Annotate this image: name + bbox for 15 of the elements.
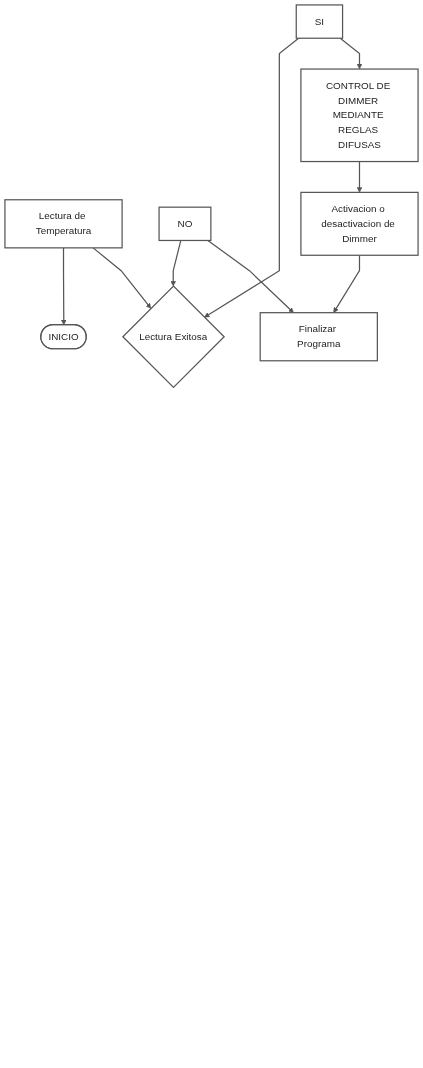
arrow [170, 239, 182, 287]
node-box: CONTROL DE DIMMER MEDIANTE REGLAS DIFUSAS [300, 68, 419, 163]
arrow [356, 160, 363, 193]
arrow [61, 247, 67, 326]
node-diamond: Lectura Exitosa [122, 285, 225, 389]
arrow [333, 254, 361, 313]
node-box: Activacion o desactivacion de Dimmer [300, 191, 419, 256]
arrow [207, 239, 294, 313]
arrow [339, 37, 363, 70]
node-box: NO [158, 206, 212, 242]
node-box: Finalizar Programa [259, 312, 378, 362]
node-box: Lectura de Temperatura [4, 199, 123, 249]
node-box: SI [295, 4, 344, 39]
arrow [92, 247, 152, 309]
arrow [204, 37, 300, 318]
